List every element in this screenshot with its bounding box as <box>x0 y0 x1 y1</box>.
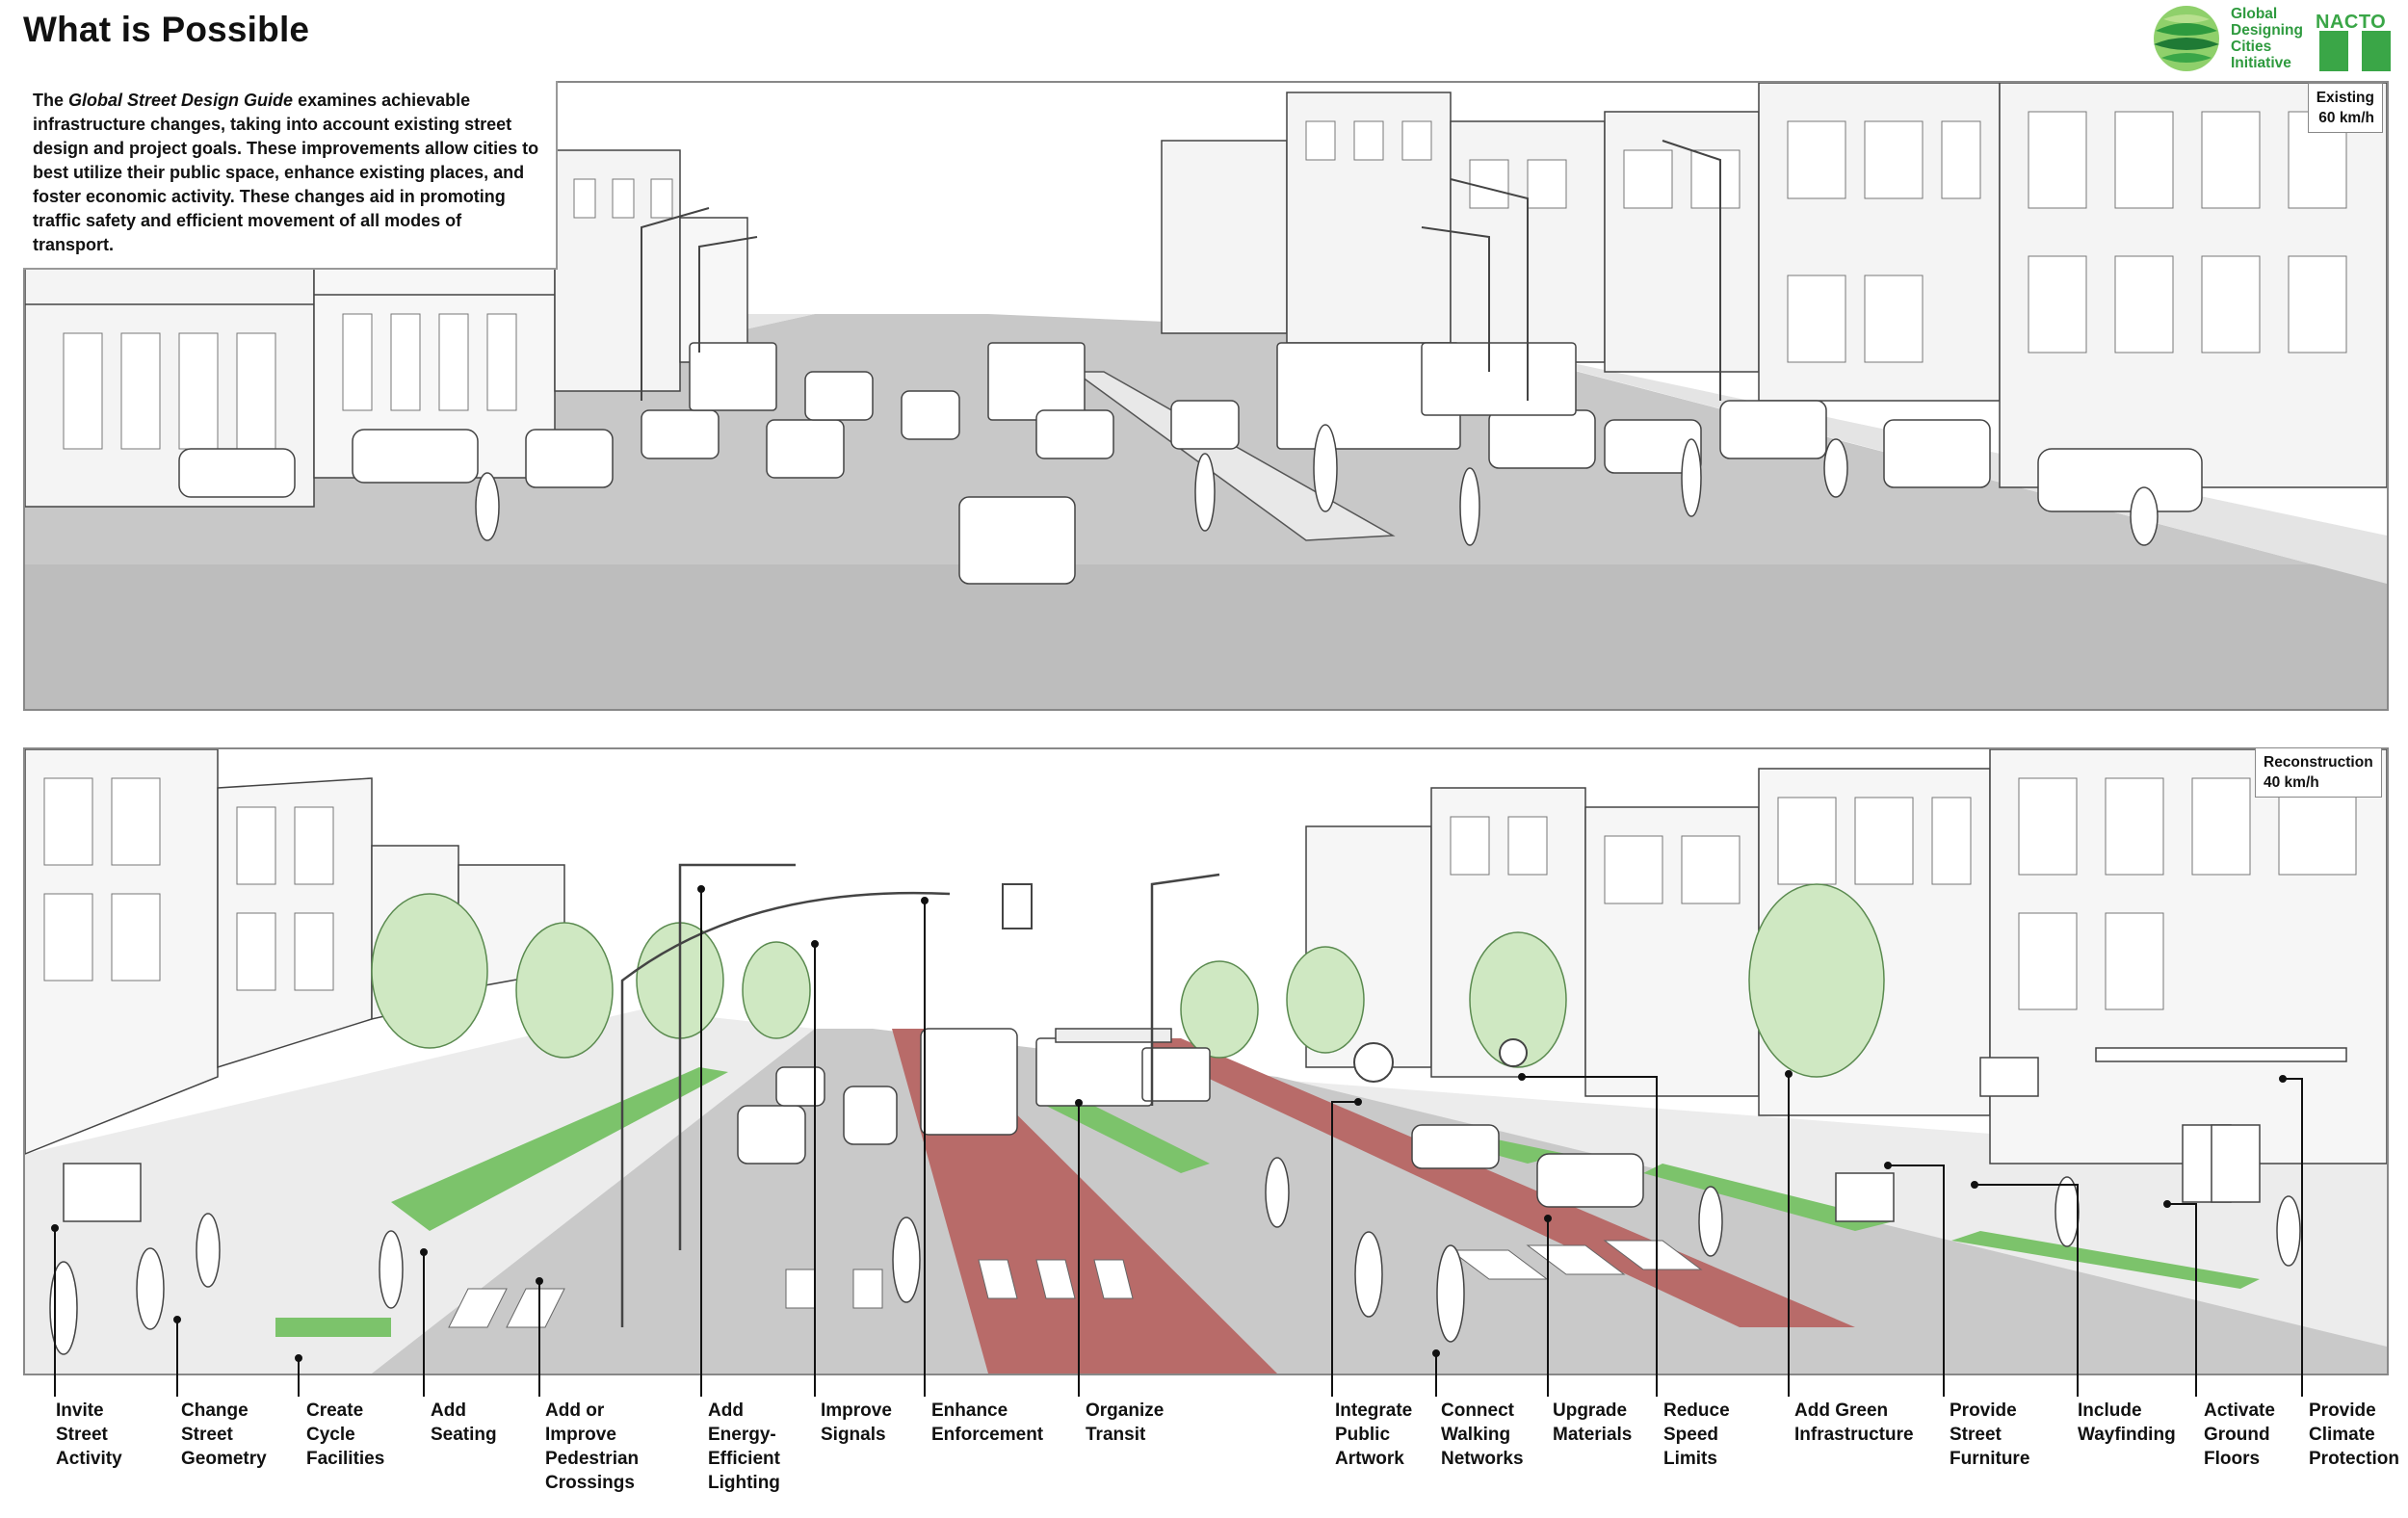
street-trees <box>371 883 1885 1078</box>
gdci-globe-icon <box>2154 6 2219 71</box>
intro-text-box: The Global Street Design Guide examines … <box>23 81 558 270</box>
callout-include-wayfinding: Include Wayfinding <box>2078 1400 2176 1445</box>
callout-improve-signals: Improve Signals <box>821 1400 892 1445</box>
callout-provide-climate-protection: Provide Climate Protection <box>2309 1400 2399 1469</box>
nacto-logo: NACTO <box>2316 6 2395 73</box>
reconstruction-street-illustration <box>23 747 2389 1375</box>
transit-vehicles <box>920 1028 1211 1136</box>
intro-guide-title: Global Street Design Guide <box>68 91 294 110</box>
green-planters <box>275 1067 2260 1337</box>
median <box>1072 371 1396 541</box>
right-windows <box>1305 111 2347 363</box>
callout-add-seating: Add Seating <box>431 1400 497 1445</box>
reconstruction-street-drawing <box>25 749 2387 1374</box>
callout-integrate-public-artwork: Integrate Public Artwork <box>1335 1400 1413 1469</box>
wayfinding-sign <box>1499 1038 1528 1067</box>
page-title: What is Possible <box>23 10 310 49</box>
existing-label: Existing <box>2316 90 2374 106</box>
vehicles <box>178 342 2203 585</box>
reconstruction-speed-badge: Reconstruction 40 km/h <box>2255 747 2382 798</box>
traffic-signal-head <box>1002 883 1033 929</box>
gdci-nacto-logo: Global Designing Cities Initiative NACTO <box>2150 2 2396 75</box>
nacto-wordmark: NACTO <box>2316 12 2387 33</box>
left-windows <box>63 178 673 450</box>
reconstruction-speed: 40 km/h <box>2264 774 2319 791</box>
callout-add-green-infrastructure: Add Green Infrastructure <box>1794 1400 1914 1445</box>
left-windows <box>43 777 334 991</box>
callout-organize-transit: Organize Transit <box>1086 1400 1165 1445</box>
existing-speed-badge: Existing 60 km/h <box>2307 83 2383 133</box>
reconstruction-label: Reconstruction <box>2264 754 2373 771</box>
callout-activate-ground-floors: Activate Ground Floors <box>2204 1400 2275 1469</box>
public-artwork <box>1353 1042 1394 1083</box>
callout-reduce-speed-limits: Reduce Speed Limits <box>1663 1400 1730 1469</box>
intro-prefix: The <box>33 91 69 110</box>
callout-pedestrian-crossings: Add or Improve Pedestrian Crossings <box>545 1400 640 1493</box>
signal-poles <box>620 863 1220 1327</box>
callout-create-cycle-facilities: Create Cycle Facilities <box>306 1400 385 1469</box>
intro-body: examines achievable infrastructure chang… <box>33 91 539 254</box>
streetlights <box>641 140 1721 401</box>
callout-connect-walking-networks: Connect Walking Networks <box>1441 1400 1524 1469</box>
callout-invite-street-activity: Invite Street Activity <box>56 1400 122 1469</box>
pedestrians <box>475 424 2159 546</box>
nacto-icon <box>2316 6 2395 73</box>
callout-energy-efficient-lighting: Add Energy- Efficient Lighting <box>708 1400 780 1493</box>
callout-provide-street-furniture: Provide Street Furniture <box>1950 1400 2030 1469</box>
callout-enhance-enforcement: Enhance Enforcement <box>931 1400 1044 1445</box>
gdci-wordmark: Global Designing Cities Initiative <box>2231 6 2303 71</box>
street-furniture <box>63 1047 2347 1222</box>
callout-upgrade-materials: Upgrade Materials <box>1553 1400 1633 1445</box>
callout-change-street-geometry: Change Street Geometry <box>181 1400 267 1469</box>
existing-speed: 60 km/h <box>2318 110 2374 126</box>
